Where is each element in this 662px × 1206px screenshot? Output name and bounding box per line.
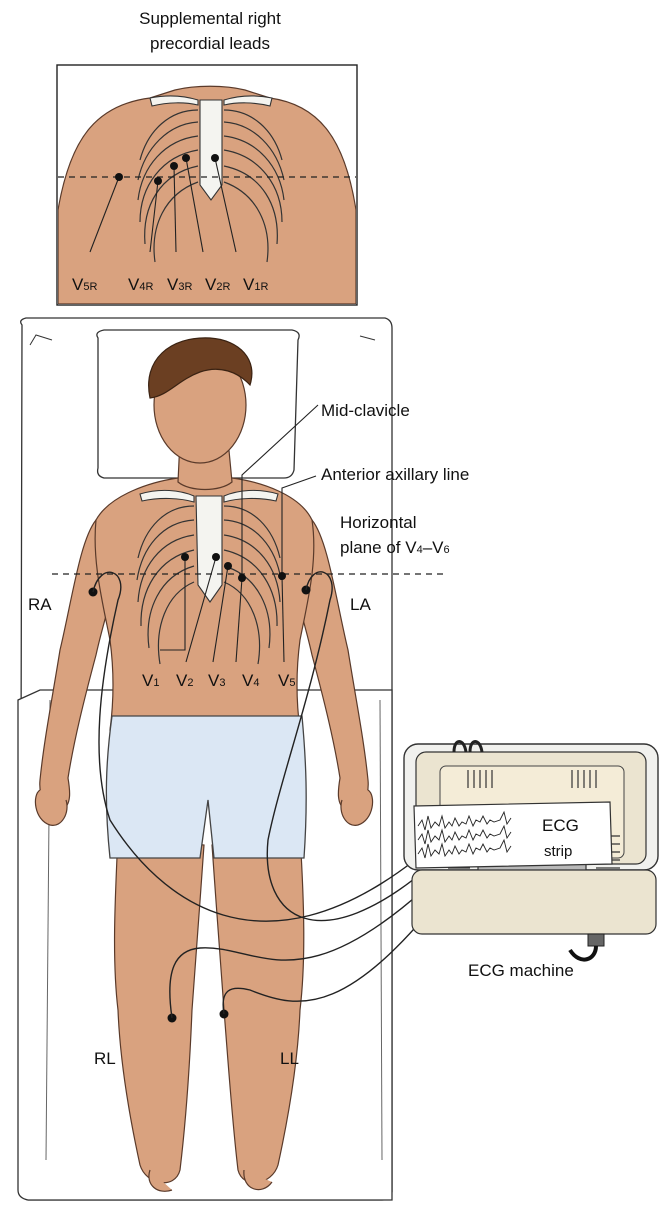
inset-title-line2: precordial leads bbox=[150, 34, 270, 53]
label-rl: RL bbox=[94, 1049, 116, 1068]
inset-electrode-v3r bbox=[170, 162, 178, 170]
electrode-v3 bbox=[224, 562, 232, 570]
label-la: LA bbox=[350, 595, 371, 614]
inset-panel: Supplemental right precordial leads bbox=[57, 9, 357, 305]
electrode-v1 bbox=[181, 553, 189, 561]
label-ecg-machine: ECG machine bbox=[468, 961, 574, 980]
electrode-v2 bbox=[212, 553, 220, 561]
label-plane-of-v4-v6: plane of V4–V6 bbox=[340, 538, 450, 557]
label-ra: RA bbox=[28, 595, 52, 614]
ecg-machine: ECG strip bbox=[404, 742, 658, 960]
inset-electrode-v1r bbox=[211, 154, 219, 162]
strip-label-ecg: ECG bbox=[542, 816, 579, 835]
label-anterior-axillary-line: Anterior axillary line bbox=[321, 465, 469, 484]
inset-electrode-v2r bbox=[182, 154, 190, 162]
inset-title-line1: Supplemental right bbox=[139, 9, 281, 28]
label-horizontal: Horizontal bbox=[340, 513, 417, 532]
label-mid-clavicle: Mid-clavicle bbox=[321, 401, 410, 420]
label-ll: LL bbox=[280, 1049, 299, 1068]
inset-electrode-v4r bbox=[154, 177, 162, 185]
electrode-v5 bbox=[278, 572, 286, 580]
electrode-v4 bbox=[238, 574, 246, 582]
strip-label-strip: strip bbox=[544, 843, 572, 860]
inset-electrode-v5r bbox=[115, 173, 123, 181]
